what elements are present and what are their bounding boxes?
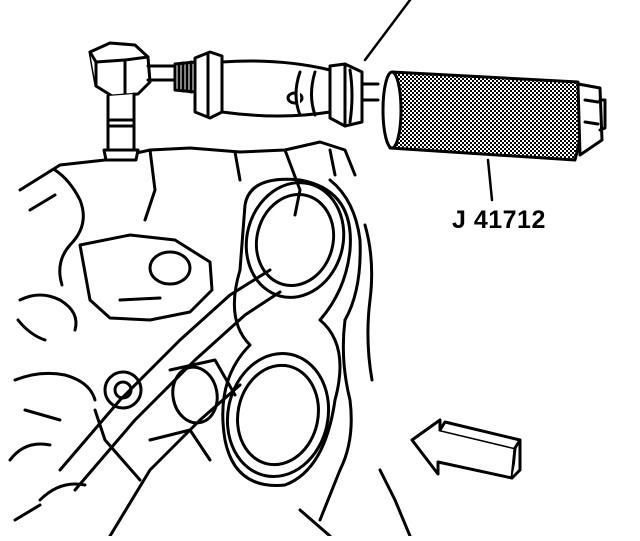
tool-body <box>381 70 607 162</box>
adapter-fitting <box>173 50 380 128</box>
tool-number-label: J 41712 <box>452 206 546 234</box>
cylinder-head-casting <box>8 140 412 538</box>
gasket-surface <box>58 177 352 538</box>
direction-arrow <box>410 418 522 480</box>
fuel-line-fitting <box>88 41 177 162</box>
leader-lines <box>363 0 494 202</box>
